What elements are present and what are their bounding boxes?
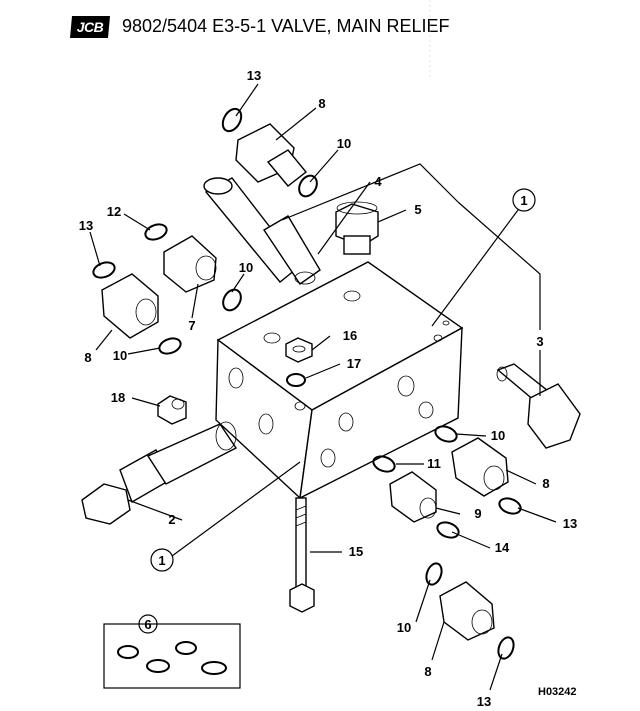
leader-lines — [89, 83, 557, 691]
callout-labels: 13 8 10 4 5 1 12 13 10 7 8 10 16 17 3 18… — [79, 68, 577, 709]
callout-13: 13 — [477, 694, 491, 709]
callout-7: 7 — [188, 318, 195, 333]
fitting-9 — [372, 455, 460, 539]
callout-8: 8 — [542, 476, 549, 491]
callout-6: 6 — [144, 617, 151, 632]
page-title: 9802/5404 E3-5-1 VALVE, MAIN RELIEF — [122, 16, 450, 36]
plug-18 — [157, 395, 187, 425]
callout-10: 10 — [337, 136, 351, 151]
callout-11: 11 — [427, 456, 441, 471]
callout-5: 5 — [414, 202, 421, 217]
callout-4: 4 — [374, 174, 382, 189]
callout-10: 10 — [239, 260, 253, 275]
valve-block — [215, 261, 464, 500]
fitting-8-right — [434, 425, 522, 515]
fitting-8-left — [92, 261, 182, 355]
callout-2: 2 — [168, 512, 175, 527]
callout-1-circle — [512, 188, 536, 212]
callout-10: 10 — [491, 428, 505, 443]
callout-13: 13 — [563, 516, 577, 531]
fitting-8-top — [221, 107, 318, 198]
callout-10: 10 — [113, 348, 127, 363]
cartridge-3 — [496, 363, 581, 449]
fitting-8-bottom — [425, 562, 515, 660]
callout-8: 8 — [424, 664, 431, 679]
callout-1-circle — [150, 548, 174, 572]
callout-13: 13 — [79, 218, 93, 233]
relief-valve-4 — [203, 177, 321, 285]
callout-6-circle — [138, 614, 158, 634]
seal-kit-6 — [103, 623, 241, 689]
logo-badge-icon — [70, 16, 110, 38]
drawing-reference: H03242 — [538, 686, 577, 698]
jcb-logo: JCB — [68, 14, 112, 40]
callout-9: 9 — [474, 506, 481, 521]
callout-17: 17 — [347, 356, 361, 371]
callout-3: 3 — [536, 334, 543, 349]
callout-12: 12 — [107, 204, 121, 219]
callout-8: 8 — [84, 350, 91, 365]
callout-13: 13 — [247, 68, 261, 83]
logo-text: JCB — [76, 19, 104, 35]
callout-15: 15 — [349, 544, 363, 559]
bolt-15 — [289, 497, 315, 613]
callout-1: 1 — [520, 193, 527, 208]
cartridge-2 — [81, 421, 238, 525]
callout-1: 1 — [158, 553, 165, 568]
callout-14: 14 — [495, 540, 510, 555]
callout-8: 8 — [318, 96, 325, 111]
callout-10: 10 — [397, 620, 411, 635]
fitting-7 — [144, 223, 242, 312]
page-header: JCB 9802/5404 E3-5-1 VALVE, MAIN RELIEF — [0, 0, 640, 50]
callout-16: 16 — [343, 328, 357, 343]
callout-18: 18 — [111, 390, 125, 405]
plug-5 — [335, 201, 379, 255]
nut-16-washer-17 — [285, 337, 313, 387]
